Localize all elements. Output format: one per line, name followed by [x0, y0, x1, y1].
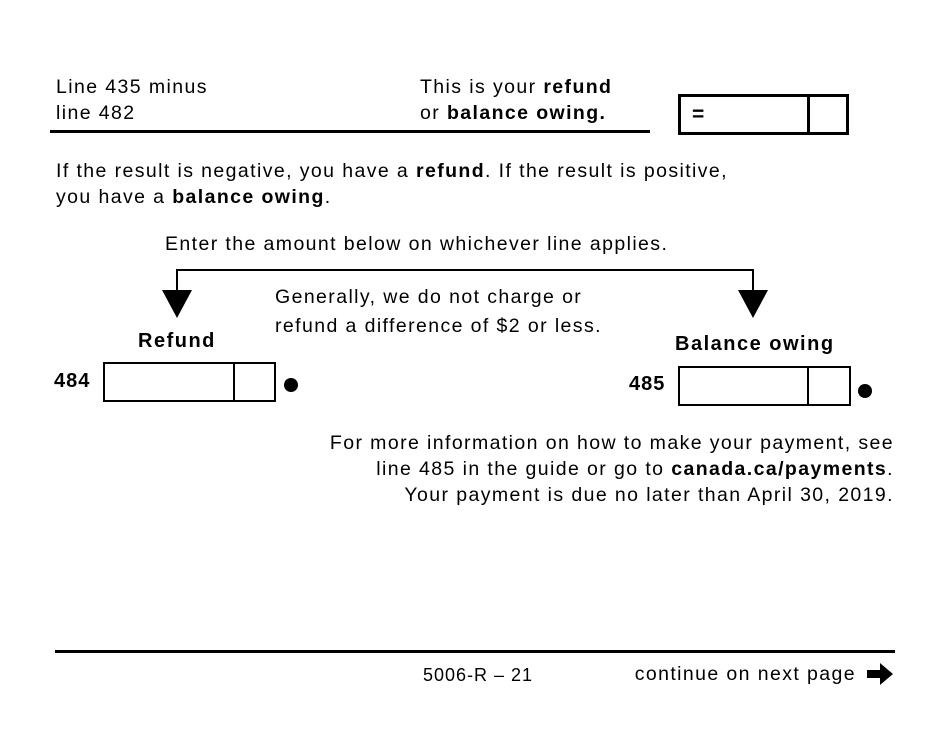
payment-note-line2: line 485 in the guide or go to canada.ca…	[376, 458, 894, 480]
down-arrow-icon-right	[738, 290, 768, 318]
payment-note-line3: Your payment is due no later than April …	[404, 484, 894, 506]
cents-divider	[807, 97, 810, 132]
calculation-label: Line 435 minus line 482	[56, 74, 208, 126]
decimal-dot-balance	[858, 384, 872, 398]
bracket-left-stem	[176, 269, 178, 292]
balance-owing-label: Balance owing	[675, 333, 835, 355]
line-number-484: 484	[54, 370, 91, 392]
result-label-line2: or balance owing.	[420, 102, 607, 124]
intro-line1: If the result is negative, you have a re…	[56, 160, 728, 182]
calculation-label-line1: Line 435 minus	[56, 76, 208, 98]
result-label: This is your refund or balance owing.	[420, 74, 612, 126]
result-label-line1: This is your refund	[420, 76, 613, 98]
no-charge-note-line1: Generally, we do not charge or	[275, 286, 583, 308]
no-charge-note: Generally, we do not charge or refund a …	[275, 283, 602, 341]
refund-amount-field[interactable]	[103, 362, 276, 402]
line-number-485: 485	[629, 373, 666, 395]
no-charge-note-line2: refund a difference of $2 or less.	[275, 315, 602, 337]
form-code: 5006-R – 21	[423, 665, 534, 685]
payment-note: For more information on how to make your…	[330, 430, 894, 508]
bracket-line	[176, 269, 754, 271]
cents-divider	[233, 364, 235, 400]
equals-sign: =	[692, 102, 705, 126]
footer-rule	[55, 650, 895, 653]
payment-note-line1: For more information on how to make your…	[329, 432, 894, 454]
decimal-dot-refund	[284, 378, 298, 392]
header-rule	[50, 130, 650, 133]
down-arrow-icon-left	[162, 290, 192, 318]
refund-label: Refund	[138, 330, 216, 352]
bracket-right-stem	[752, 269, 754, 292]
next-page-arrow-icon	[867, 663, 893, 685]
calculation-label-line2: line 482	[56, 102, 136, 124]
intro-line2: you have a balance owing.	[56, 186, 332, 208]
continue-on-next-page: continue on next page	[635, 662, 895, 686]
continue-label: continue on next page	[634, 662, 856, 685]
cents-divider	[807, 368, 809, 404]
balance-amount-field[interactable]	[678, 366, 851, 406]
instruction-text: Enter the amount below on whichever line…	[165, 233, 669, 255]
intro-paragraph: If the result is negative, you have a re…	[56, 158, 728, 210]
result-amount-field[interactable]: =	[678, 94, 849, 135]
